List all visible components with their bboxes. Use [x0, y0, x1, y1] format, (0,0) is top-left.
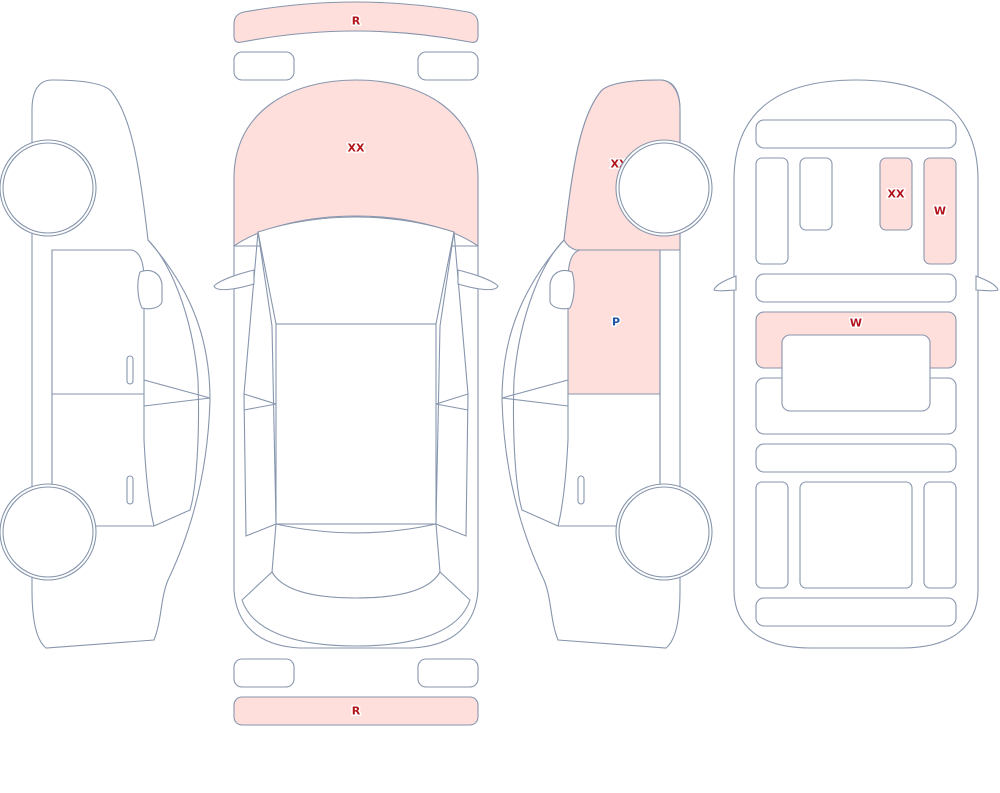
plan-rear-center[interactable]	[799, 481, 913, 589]
right-front-door-code: P	[612, 316, 620, 329]
rear-bumper-code: R	[352, 705, 361, 718]
plan-center-panel-code: W	[850, 317, 862, 330]
trunk[interactable]	[241, 571, 471, 647]
hood-code: XX	[348, 142, 365, 155]
plan-front-left-pillar[interactable]	[755, 157, 789, 265]
plan-front-center-right[interactable]	[879, 157, 913, 231]
left-side-rail	[243, 231, 277, 537]
plan-front-right-pillar[interactable]	[923, 157, 957, 265]
front-left-light[interactable]	[233, 51, 295, 81]
plan-right-mirror[interactable]	[975, 275, 999, 292]
left-rear-wheel[interactable]	[2, 486, 94, 578]
right-side-rail	[435, 231, 469, 537]
plan-front-center-left[interactable]	[799, 157, 833, 231]
plan-front-right-pillar-code: W	[934, 205, 946, 218]
left-front-door-handle[interactable]	[126, 355, 134, 385]
roof-plan-view: XX W W	[713, 79, 999, 649]
right-rear-door-handle[interactable]	[577, 475, 585, 505]
right-side-view: XX P	[501, 79, 713, 649]
front-right-light[interactable]	[417, 51, 479, 81]
front-bumper-code: R	[352, 15, 361, 28]
rear-left-light[interactable]	[233, 658, 295, 688]
left-front-wheel[interactable]	[2, 142, 94, 234]
plan-front-center-right-code: XX	[888, 188, 905, 201]
right-pillar-top	[435, 393, 469, 411]
left-pillar-top	[243, 393, 277, 411]
plan-rear-strip[interactable]	[755, 597, 957, 627]
left-pillar	[143, 379, 211, 407]
plan-strip-3[interactable]	[755, 443, 957, 473]
windshield[interactable]	[257, 216, 455, 325]
plan-front-strip[interactable]	[755, 119, 957, 149]
left-mirror[interactable]	[137, 269, 163, 310]
rear-window[interactable]	[271, 523, 441, 599]
left-glass-line	[147, 239, 200, 527]
plan-rear-right-pillar[interactable]	[923, 481, 957, 589]
hood[interactable]	[233, 79, 479, 248]
plan-sunroof[interactable]	[781, 334, 931, 412]
top-view: R XX R	[213, 1, 499, 726]
plan-rear-left-pillar[interactable]	[755, 481, 789, 589]
left-front-door[interactable]	[51, 249, 145, 395]
rear-bumper[interactable]	[233, 696, 479, 726]
plan-left-mirror[interactable]	[713, 275, 737, 292]
roof[interactable]	[275, 323, 437, 525]
left-side-view	[0, 79, 211, 649]
front-bumper[interactable]	[233, 1, 479, 43]
right-mirror[interactable]	[549, 269, 575, 310]
right-front-wheel[interactable]	[618, 142, 710, 234]
top-right-mirror[interactable]	[457, 269, 499, 291]
top-left-mirror[interactable]	[213, 269, 255, 291]
right-rear-wheel[interactable]	[618, 486, 710, 578]
right-glass-line	[512, 239, 565, 527]
left-rear-door-handle[interactable]	[126, 475, 134, 505]
rear-right-light[interactable]	[417, 658, 479, 688]
right-pillar	[501, 379, 569, 407]
plan-strip-2[interactable]	[755, 273, 957, 303]
